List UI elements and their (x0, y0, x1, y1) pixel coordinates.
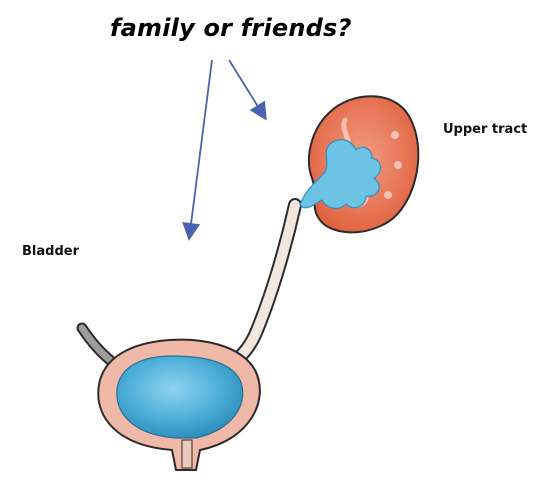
ureter-illustration (232, 205, 295, 364)
upper-tract-label: Upper tract (443, 122, 527, 137)
bladder-icon (82, 328, 260, 470)
bladder-label: Bladder (22, 244, 79, 259)
arrow-icon (190, 60, 262, 232)
kidney-icon (300, 96, 418, 232)
